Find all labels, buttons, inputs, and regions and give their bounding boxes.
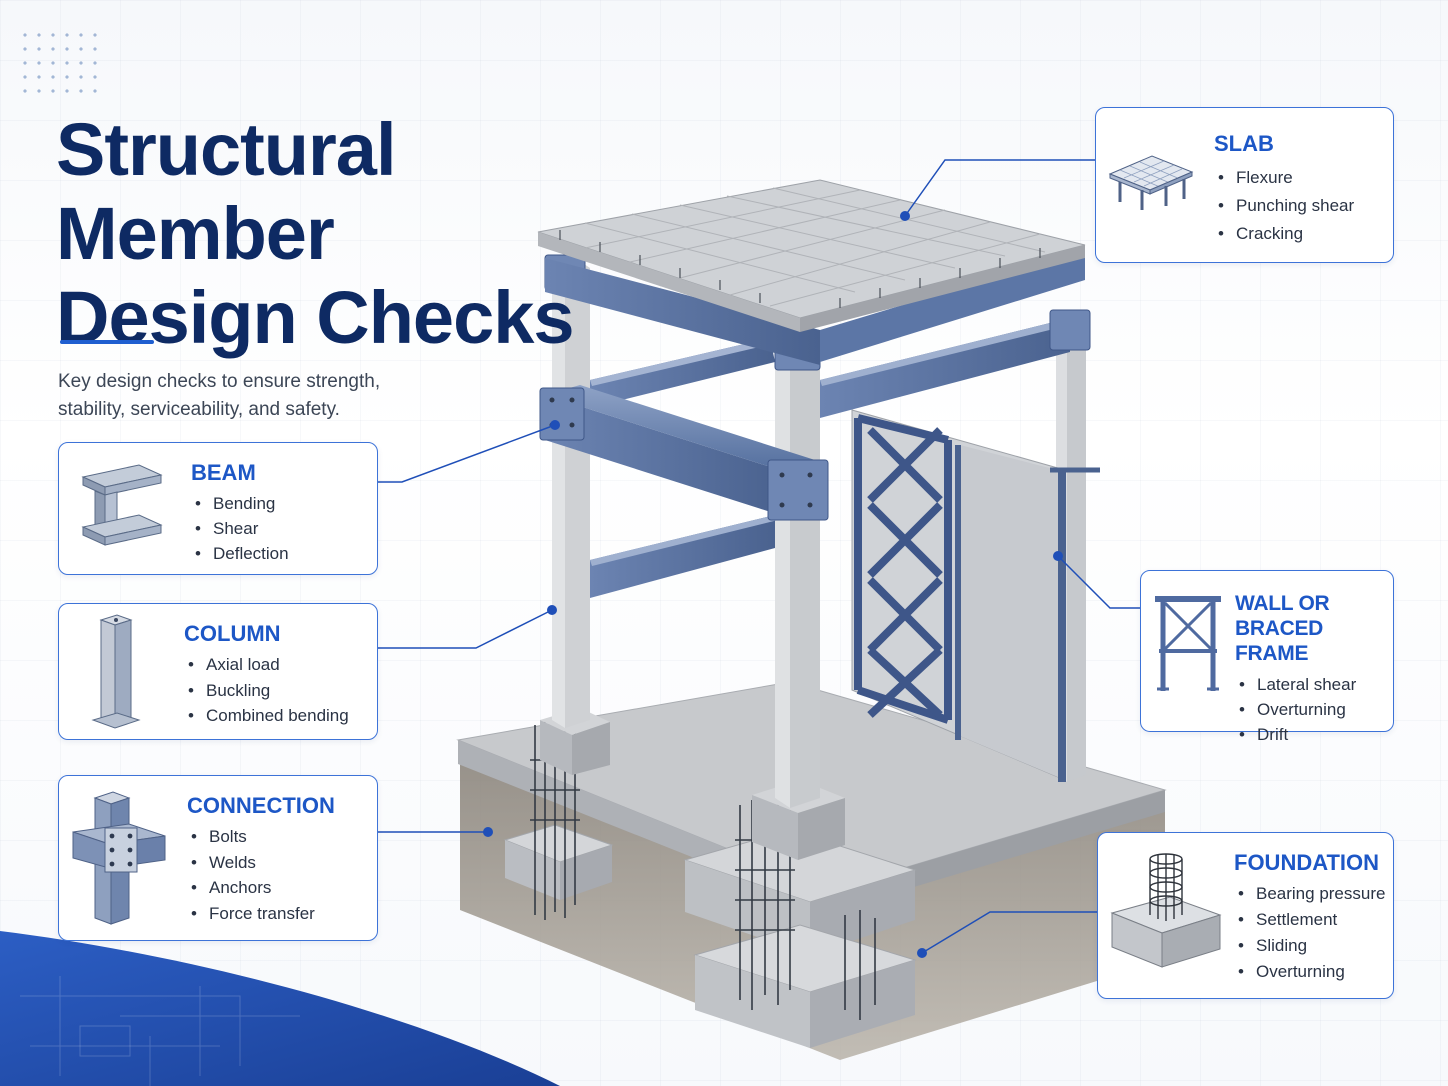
footing-front-left (503, 824, 614, 900)
title-underline (60, 340, 154, 344)
list-item: Cracking (1214, 220, 1354, 248)
list-item: Welds (187, 850, 335, 876)
braced-frame (851, 409, 1100, 782)
slab-checks-list: Flexure Punching shear Cracking (1214, 164, 1354, 248)
wall-heading-line-1: WALL OR (1235, 592, 1330, 615)
list-item: Force transfer (187, 901, 335, 927)
slab-icon (1108, 155, 1194, 210)
beam-heading: BEAM (191, 460, 256, 485)
beam-card: BEAM Bending Shear Deflection (58, 442, 378, 575)
title-line-3: Design Checks (56, 276, 575, 359)
foundation-checks-list: Bearing pressure Settlement Sliding Over… (1234, 881, 1385, 985)
list-item: Axial load (184, 652, 349, 678)
list-item: Combined bending (184, 703, 349, 729)
page-title: Structural Member Design Checks (56, 108, 575, 360)
column-front-right (775, 336, 820, 808)
title-line-1: Structural (56, 108, 397, 191)
connection-heading: CONNECTION (187, 793, 335, 818)
slab-card: SLAB Flexure Punching shear Cracking (1095, 107, 1394, 263)
dot-pattern (18, 28, 98, 98)
foundation-heading: FOUNDATION (1234, 850, 1380, 875)
column-heading: COLUMN (184, 621, 281, 646)
list-item: Sliding (1234, 933, 1385, 959)
beam-checks-list: Bending Shear Deflection (191, 491, 289, 566)
list-item: Bearing pressure (1234, 881, 1385, 907)
subtitle: Key design checks to ensure strength, st… (58, 371, 381, 420)
beam-top-right (820, 250, 1085, 362)
wall-checks-list: Lateral shear Overturning Drift (1235, 672, 1393, 747)
list-item: Overturning (1235, 697, 1393, 722)
beam-top-left (545, 258, 820, 365)
blue-corner-band (0, 931, 560, 1086)
leader-lines (376, 159, 1140, 954)
list-item: Overturning (1234, 959, 1385, 985)
beam-mid-right (820, 318, 1074, 418)
slab-heading: SLAB (1214, 131, 1274, 156)
list-item: Deflection (191, 541, 289, 566)
bolted-connection-icon (72, 791, 166, 925)
connection-card: CONNECTION Bolts Welds Anchors Force tra… (58, 775, 378, 941)
connection-checks-list: Bolts Welds Anchors Force transfer (187, 824, 335, 926)
column-checks-list: Axial load Buckling Combined bending (184, 652, 349, 729)
list-item: Flexure (1214, 164, 1354, 192)
foundation-card: FOUNDATION Bearing pressure Settlement S… (1097, 832, 1394, 999)
footing-front-right (683, 829, 917, 1048)
wall-heading-line-2: BRACED FRAME (1235, 617, 1324, 665)
beam-front (545, 385, 815, 515)
braced-frame-icon (1155, 596, 1221, 691)
i-beam-icon (81, 464, 163, 546)
list-item: Punching shear (1214, 192, 1354, 220)
list-item: Shear (191, 516, 289, 541)
beam-mid-left (590, 338, 775, 408)
column-front-left (552, 260, 590, 728)
rebar-cages (530, 720, 876, 1020)
beam-lower-left (590, 515, 778, 598)
list-item: Lateral shear (1235, 672, 1393, 697)
column-icon (91, 614, 141, 729)
list-item: Bending (191, 491, 289, 516)
list-item: Anchors (187, 875, 335, 901)
footing-icon (1110, 853, 1222, 968)
list-item: Settlement (1234, 907, 1385, 933)
wall-braced-frame-card: WALL OR BRACED FRAME Lateral shear Overt… (1140, 570, 1394, 747)
column-card: COLUMN Axial load Buckling Combined bend… (58, 603, 378, 740)
title-line-2: Member (56, 192, 335, 275)
top-slab (537, 179, 1086, 332)
list-item: Bolts (187, 824, 335, 850)
list-item: Buckling (184, 678, 349, 704)
list-item: Drift (1235, 722, 1393, 747)
